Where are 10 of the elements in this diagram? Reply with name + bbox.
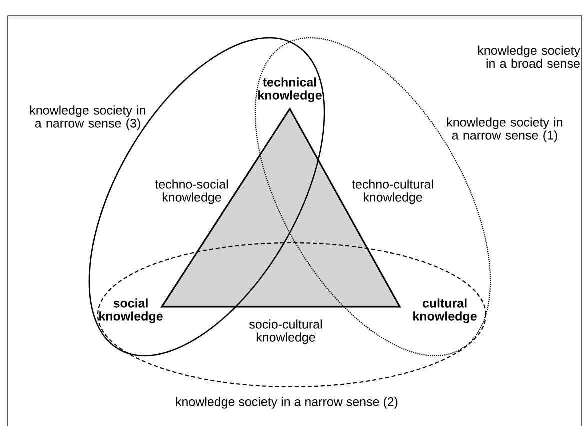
region-label: knowledge society in a broad sense <box>478 46 580 68</box>
overlap-label: techno-social knowledge <box>155 180 228 204</box>
vertex-label: cultural knowledge <box>414 298 477 324</box>
vertex-label: social knowledge <box>100 298 163 324</box>
overlap-label: techno-cultural knowledge <box>352 180 434 204</box>
vertex-label: technical knowledge <box>258 78 322 102</box>
region-label: knowledge society in a narrow sense (1) <box>447 118 563 142</box>
overlap-label: socio-cultural knowledge <box>250 320 322 344</box>
region-label: knowledge society in a narrow sense (3) <box>30 106 146 130</box>
region-label: knowledge society in a narrow sense (2) <box>176 397 398 409</box>
